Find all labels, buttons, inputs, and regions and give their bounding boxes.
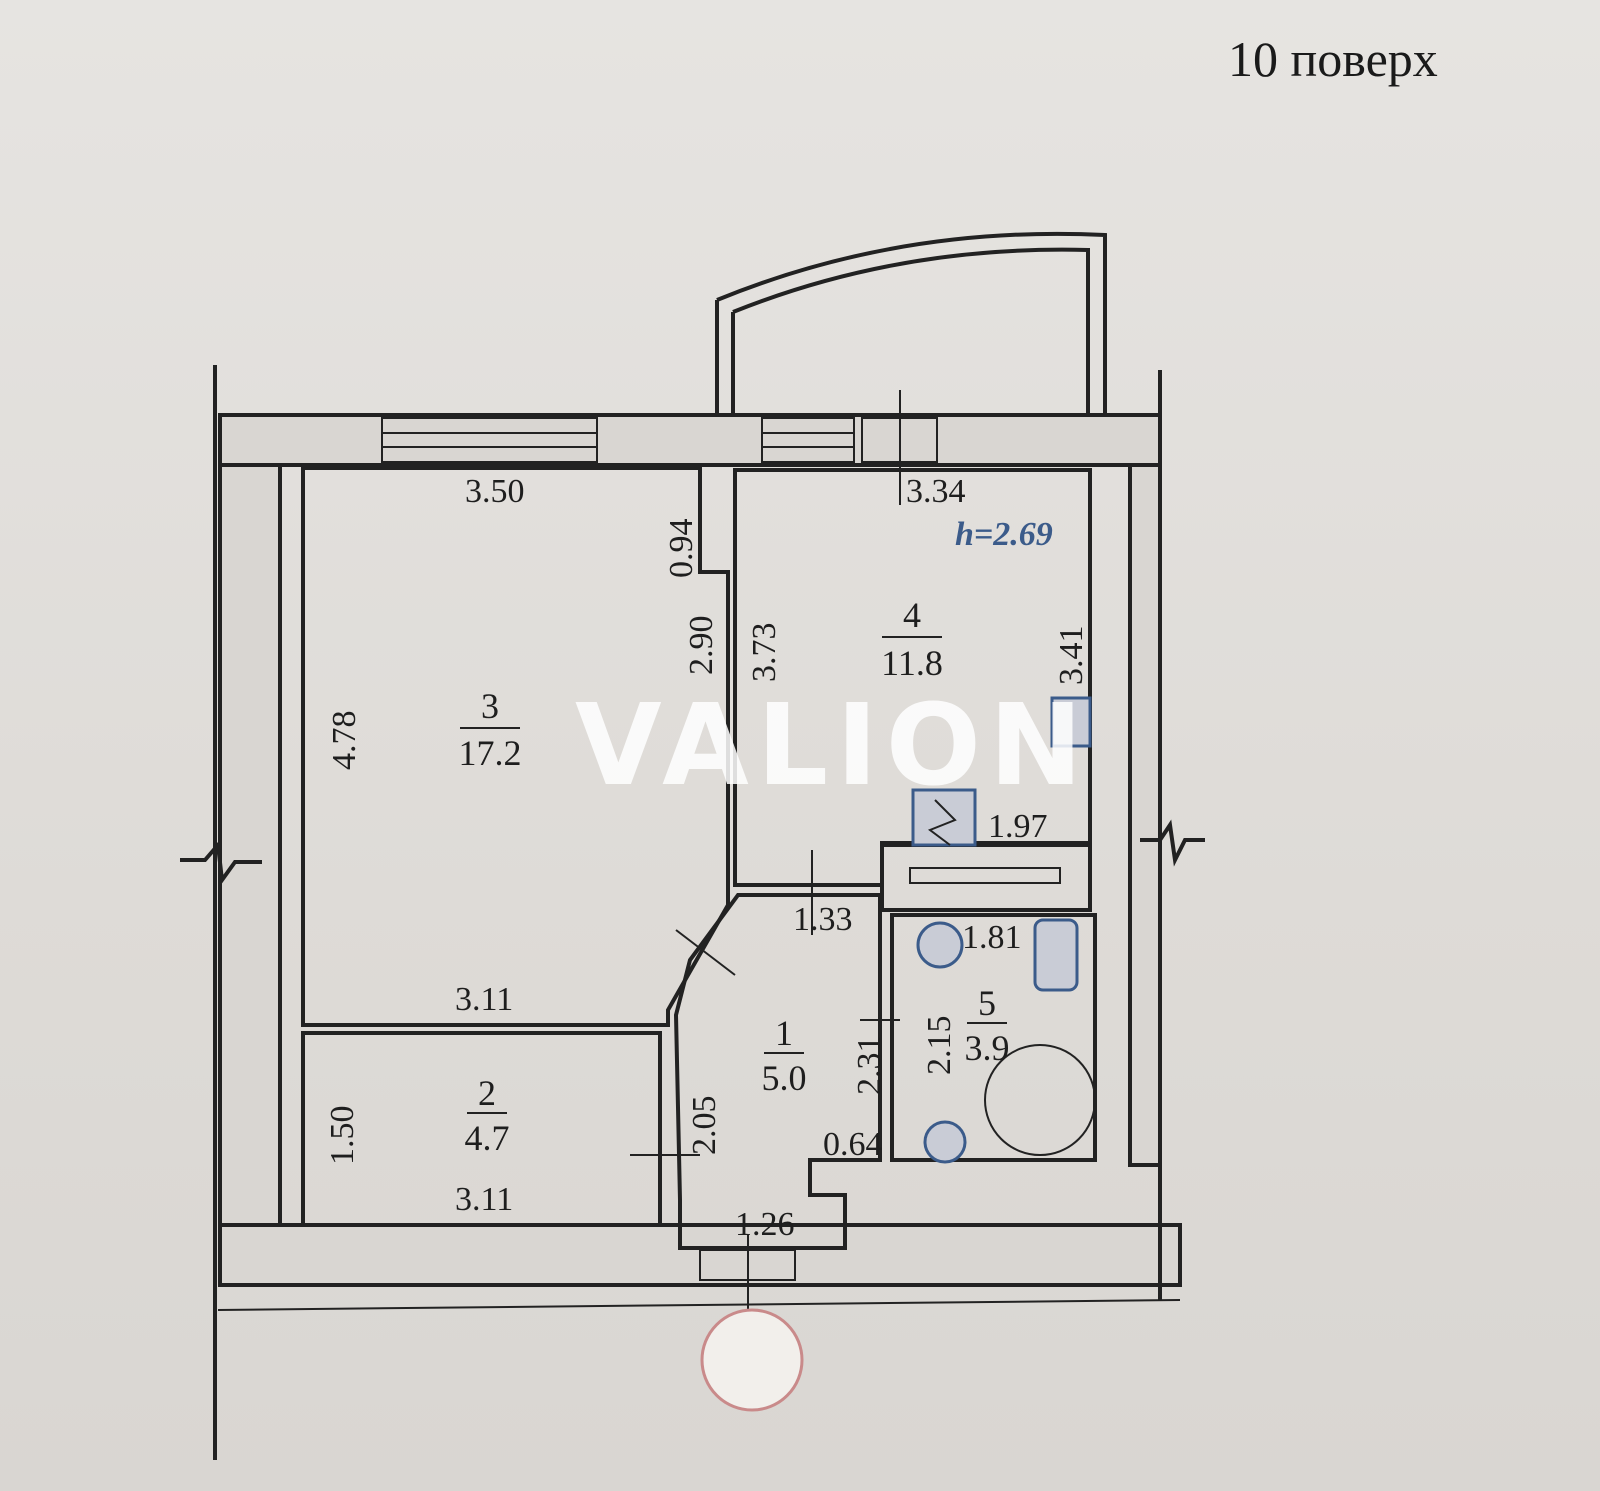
dim-room2-left: 1.50 xyxy=(324,1106,361,1166)
room-1-number: 1 xyxy=(775,1013,793,1053)
dim-room2-bottom: 3.11 xyxy=(455,1181,513,1218)
balcony xyxy=(715,231,1107,415)
dim-room3-notch: 0.94 xyxy=(663,519,700,579)
room-4-number: 4 xyxy=(903,595,921,635)
dim-room4-right: 3.41 xyxy=(1053,626,1090,686)
room-2-outline xyxy=(301,1031,662,1227)
floor-label: 10 поверх xyxy=(1228,31,1438,87)
dim-room3-right: 2.90 xyxy=(683,616,720,676)
dim-hall-bottom: 1.26 xyxy=(735,1206,795,1243)
room-2-area: 4.7 xyxy=(465,1118,510,1158)
stove-icon xyxy=(911,788,977,847)
dim-room4-top: 3.34 xyxy=(906,473,966,510)
watermark-logo: VALION xyxy=(575,681,1091,811)
room-3-number: 3 xyxy=(481,686,499,726)
ceiling-height-label: h=2.69 xyxy=(955,516,1053,553)
dim-hall-niche: 0.64 xyxy=(823,1126,883,1163)
dim-hall-top: 1.33 xyxy=(793,901,853,938)
windows xyxy=(381,390,938,505)
room-4-area: 11.8 xyxy=(881,643,943,683)
dim-hall-right: 2.31 xyxy=(851,1036,888,1096)
room-3-area: 17.2 xyxy=(459,733,522,773)
room-5-area: 3.9 xyxy=(965,1028,1010,1068)
sink-unit-icon xyxy=(1050,696,1092,748)
dim-room3-left: 4.78 xyxy=(326,711,363,771)
room-1-area: 5.0 xyxy=(762,1058,807,1098)
room-2-number: 2 xyxy=(478,1073,496,1113)
room-5-number: 5 xyxy=(978,983,996,1023)
room-3-outline xyxy=(301,466,730,1027)
dim-hall-left: 2.05 xyxy=(686,1096,723,1156)
sink-icon xyxy=(923,1120,967,1164)
dim-bath-top: 1.81 xyxy=(962,919,1022,956)
kitchen-fixtures xyxy=(880,696,1092,912)
dim-room4-left: 3.73 xyxy=(746,623,783,683)
stamp-mark xyxy=(700,1308,804,1412)
dim-bath-left: 2.15 xyxy=(921,1016,958,1076)
dim-room3-top: 3.50 xyxy=(465,473,525,510)
room-5-outline xyxy=(890,913,1097,1164)
toilet-icon xyxy=(1033,918,1079,992)
room-1-outline xyxy=(630,850,900,1310)
dim-kitchen-unit: 1.97 xyxy=(988,808,1048,845)
water-heater-icon xyxy=(916,921,964,969)
dim-room3-bottom: 3.11 xyxy=(455,981,513,1018)
